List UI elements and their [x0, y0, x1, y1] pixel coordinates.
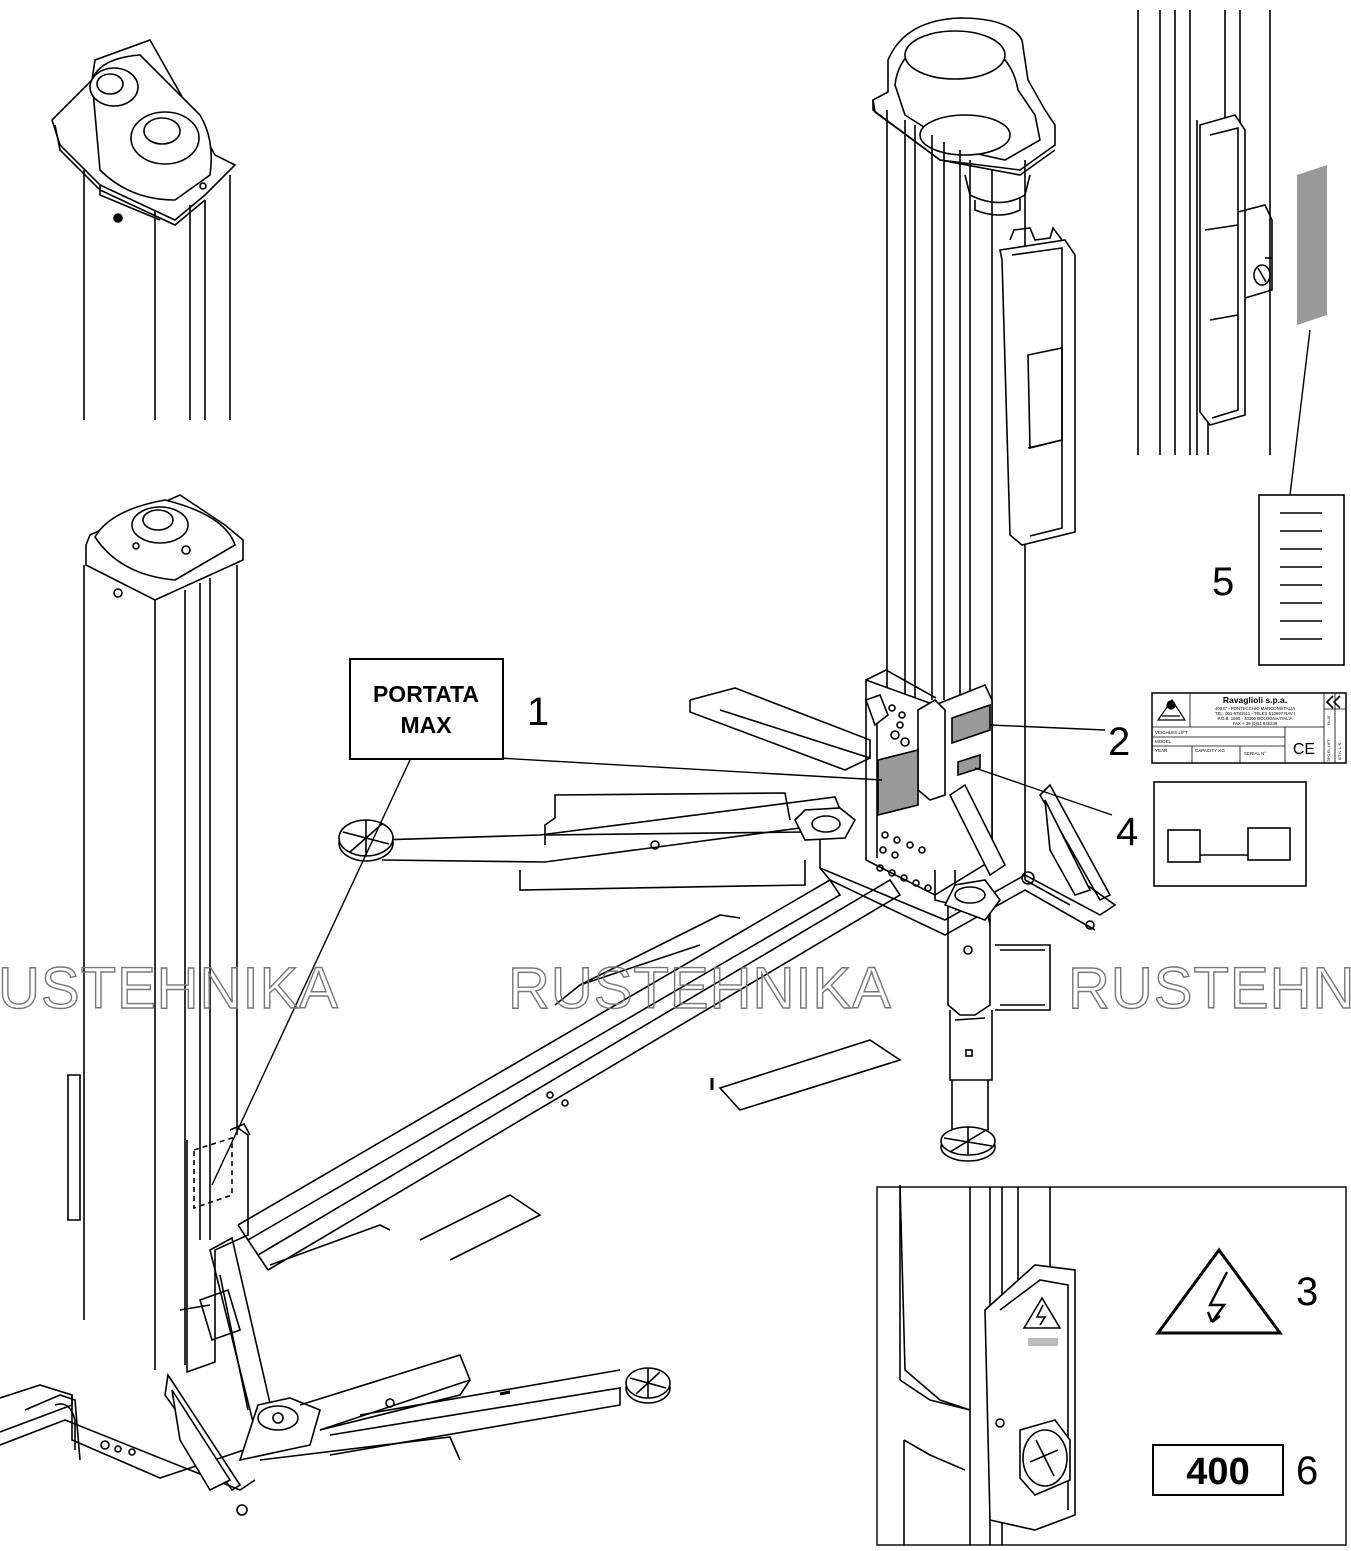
diagram-label	[1153, 781, 1307, 887]
capacity-sign	[349, 658, 504, 760]
callout-number-5: 5	[1212, 560, 1234, 604]
column-top-detail	[51, 39, 237, 420]
callout-number-1: 1	[527, 690, 549, 734]
left-column	[0, 494, 256, 1516]
electrical-box-detail	[1137, 10, 1327, 455]
callout-number-3: 3	[1296, 1270, 1318, 1314]
manual-label-area	[1297, 165, 1327, 325]
plate-address2: TEL. 051-6781511 - TELEX 510697 RAV I	[1215, 711, 1295, 716]
ravaglioli-logo-icon	[1156, 698, 1187, 721]
watermark: USTEHNIKA RUSTEHNIKA RUSTEHN	[0, 955, 1351, 1021]
capacity-sign-line1: PORTATA	[373, 681, 479, 707]
diagram-label-callout: 4	[1116, 781, 1307, 887]
plate-company: Ravaglioli s.p.a.	[1223, 695, 1287, 705]
plate-field-type: VEICHLES LIFT	[1155, 730, 1188, 735]
manual-label-callout: 5	[1212, 494, 1345, 666]
watermark-left: USTEHNIKA	[0, 956, 339, 1021]
plate-address4: FAX + 39 (0)51 846349	[1233, 721, 1278, 726]
plate-field-model: MODEL	[1155, 739, 1172, 744]
capacity-label-area	[877, 748, 919, 817]
capacity-sign-line2: MAX	[400, 712, 452, 738]
voltage-sign-value: 400	[1186, 1451, 1249, 1493]
plate-field-serial: SERIAL N°	[1244, 751, 1266, 756]
plate-side-3: KIT N. L. N.	[1338, 742, 1342, 760]
callout-number-6: 6	[1296, 1449, 1318, 1493]
manual-label	[1258, 494, 1345, 666]
plate-field-year: YEAR	[1155, 748, 1168, 753]
callout-number-4: 4	[1116, 810, 1138, 854]
watermark-right: RUSTEHN	[1068, 956, 1351, 1021]
data-plate-area	[951, 703, 991, 745]
watermark-center: RUSTEHNIKA	[508, 956, 892, 1021]
voltage-sign	[1152, 1444, 1284, 1496]
plate-corner-mark-icon	[1325, 695, 1341, 709]
voltage-detail-inset: 3 400 6	[876, 1184, 1347, 1546]
plate-address1: 40037 - PONTECCHIO MARCONI/ITALIA	[1215, 706, 1295, 711]
plate-field-capacity: CAPACITY KG	[1195, 748, 1225, 753]
high-voltage-warning-icon	[1155, 1247, 1283, 1335]
ce-mark-icon: CE	[1293, 741, 1315, 758]
left-arm	[179, 1236, 671, 1462]
right-column	[819, 17, 1117, 936]
capacity-sign-callout: PORTATA MAX 1	[349, 658, 549, 760]
floor-plate	[237, 878, 902, 1271]
plate-side-2: No.AT	[1327, 714, 1331, 725]
callout-number-2: 2	[1108, 720, 1130, 764]
plate-address3: P.O.B. 1690 - 40100 BOLOGNA/ITALIA	[1217, 716, 1292, 721]
data-plate-callout: 2 Ravaglioli s.p.a. 40037 - PONTECCHIO M…	[1108, 692, 1347, 764]
diagram-label-area	[957, 753, 981, 777]
right-arms	[338, 687, 1051, 1162]
plate-side-1: TIPO EL. LIFT	[1327, 739, 1331, 762]
data-plate: Ravaglioli s.p.a. 40037 - PONTECCHIO MAR…	[1151, 692, 1347, 764]
